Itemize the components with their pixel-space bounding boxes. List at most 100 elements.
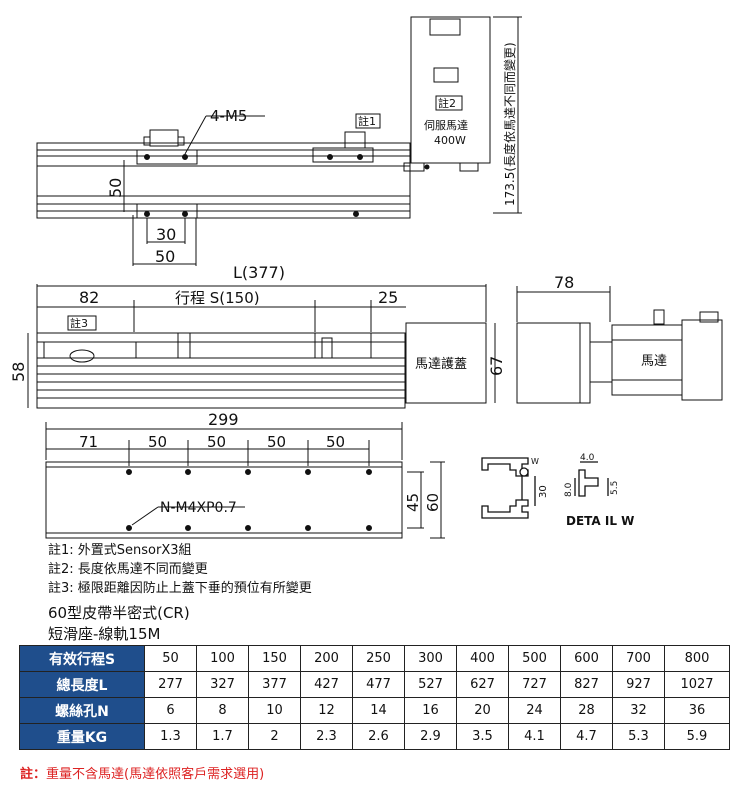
table-cell: 16 xyxy=(404,697,457,724)
height-58: 58 xyxy=(9,362,28,382)
table-cell: 250 xyxy=(352,645,405,672)
bottom-body xyxy=(45,461,403,539)
row-header: 總長度L xyxy=(19,671,145,698)
dim-25: 25 xyxy=(378,288,398,307)
dim-60: 60 xyxy=(424,493,442,512)
table-cell: 1.3 xyxy=(144,723,197,750)
pitch-4: 50 xyxy=(326,433,345,451)
table-cell: 6 xyxy=(144,697,197,724)
table-cell: 727 xyxy=(508,671,561,698)
table-cell: 8 xyxy=(196,697,249,724)
sensor-block-right xyxy=(312,147,374,163)
row-header: 重量KG xyxy=(19,723,145,750)
table-cell: 477 xyxy=(352,671,405,698)
profile-w: W xyxy=(531,457,539,466)
motor-label: 馬達 xyxy=(641,354,667,369)
profile-dim-30: 30 xyxy=(538,485,549,498)
vertical-length-note: 173.5(長度依馬達不同而變更) xyxy=(502,42,517,206)
table-cell: 927 xyxy=(612,671,665,698)
table-cell: 400 xyxy=(456,645,509,672)
technical-drawing: 4-M5 註1 50 30 50 註2 伺服馬達 400W 173.5(長度依馬… xyxy=(9,16,723,539)
table-cell: 427 xyxy=(300,671,353,698)
table-cell: 5.9 xyxy=(664,723,730,750)
table-cell: 4.1 xyxy=(508,723,561,750)
table-cell: 10 xyxy=(248,697,301,724)
dim-45: 45 xyxy=(404,493,422,512)
row-header: 螺絲孔N xyxy=(19,697,145,724)
table-cell: 300 xyxy=(404,645,457,672)
note1-tag: 註1 xyxy=(358,115,376,128)
motor-cover xyxy=(405,322,487,404)
table-cell: 2.6 xyxy=(352,723,405,750)
profile-dim-55: 5.5 xyxy=(610,481,620,495)
table-cell: 12 xyxy=(300,697,353,724)
row-header: 有效行程S xyxy=(19,645,145,672)
table-cell: 24 xyxy=(508,697,561,724)
table-cell: 627 xyxy=(456,671,509,698)
profile-dim-40: 4.0 xyxy=(580,453,595,463)
profile-dim-80: 8.0 xyxy=(564,482,574,497)
top-view-body xyxy=(36,142,411,219)
model-subtitle: 短滑座-線軌15M xyxy=(48,625,161,643)
note3-tag: 註3 xyxy=(70,317,88,330)
hole-label-top: 4-M5 xyxy=(210,107,247,125)
footnote-text: 重量不含馬達(馬達依照客戶需求選用) xyxy=(46,767,265,782)
table-cell: 200 xyxy=(300,645,353,672)
model-title: 60型皮帶半密式(CR) xyxy=(48,604,190,622)
table-cell: 5.3 xyxy=(612,723,665,750)
servo-power: 400W xyxy=(434,134,466,147)
dim-71: 71 xyxy=(79,433,98,451)
stroke-label: 行程 S(150) xyxy=(175,289,260,307)
height-67: 67 xyxy=(487,356,506,376)
table-cell: 327 xyxy=(196,671,249,698)
dim-50-vertical: 50 xyxy=(106,178,125,198)
table-cell: 3.5 xyxy=(456,723,509,750)
table-cell: 800 xyxy=(664,645,730,672)
table-cell: 500 xyxy=(508,645,561,672)
table-cell: 1.7 xyxy=(196,723,249,750)
table-cell: 20 xyxy=(456,697,509,724)
table-cell: 2 xyxy=(248,723,301,750)
dim-50-horizontal: 50 xyxy=(155,247,175,266)
table-cell: 700 xyxy=(612,645,665,672)
top-view: 4-M5 註1 50 30 50 註2 伺服馬達 400W 173.5(長度依馬… xyxy=(36,16,522,266)
table-cell: 1027 xyxy=(664,671,730,698)
note-2: 註2: 長度依馬達不同而變更 xyxy=(48,562,208,577)
table-row: 重量KG 1.3 1.7 2 2.3 2.6 2.9 3.5 4.1 4.7 5… xyxy=(19,723,730,750)
table-cell: 36 xyxy=(664,697,730,724)
table-cell: 14 xyxy=(352,697,405,724)
top-carriage xyxy=(136,149,198,165)
side-body xyxy=(516,322,581,404)
table-row: 螺絲孔N 6 8 10 12 14 16 20 24 28 32 36 xyxy=(19,697,730,724)
table-cell: 377 xyxy=(248,671,301,698)
table-cell: 600 xyxy=(560,645,613,672)
total-length: L(377) xyxy=(233,263,285,282)
notes-list: 註1: 外置式SensorX3組 註2: 長度依馬達不同而變更 註3: 極限距離… xyxy=(48,541,312,598)
front-view: L(377) 82 行程 S(150) 25 註3 58 馬達護蓋 67 xyxy=(9,263,506,409)
table-cell: 28 xyxy=(560,697,613,724)
cover-label: 馬達護蓋 xyxy=(415,356,467,372)
servo-label: 伺服馬達 xyxy=(424,119,468,132)
bottom-view: 299 71 50 50 50 50 N-M4XP0.7 45 6 xyxy=(45,410,445,539)
table-cell: 4.7 xyxy=(560,723,613,750)
dim-299: 299 xyxy=(208,410,239,429)
mounting-hole xyxy=(144,154,150,160)
dim-82: 82 xyxy=(79,288,99,307)
spec-table: 有效行程S 50 100 150 200 250 300 400 500 600… xyxy=(19,645,730,750)
table-row: 有效行程S 50 100 150 200 250 300 400 500 600… xyxy=(19,645,730,672)
note2-tag: 註2 xyxy=(438,97,456,110)
table-cell: 50 xyxy=(144,645,197,672)
side-view: 78 馬達 xyxy=(516,273,723,404)
table-row: 總長度L 277 327 377 427 477 527 627 727 827… xyxy=(19,671,730,698)
sensor-block-left xyxy=(149,129,179,147)
table-cell: 2.9 xyxy=(404,723,457,750)
table-cell: 277 xyxy=(144,671,197,698)
hole-label-bottom: N-M4XP0.7 xyxy=(160,500,237,516)
dim-78: 78 xyxy=(554,273,574,292)
pitch-1: 50 xyxy=(148,433,167,451)
footnote: 註：重量不含馬達(馬達依照客戶需求選用) xyxy=(20,763,264,782)
table-cell: 527 xyxy=(404,671,457,698)
servo-motor-box xyxy=(410,16,491,164)
dim-30: 30 xyxy=(156,225,176,244)
table-cell: 2.3 xyxy=(300,723,353,750)
